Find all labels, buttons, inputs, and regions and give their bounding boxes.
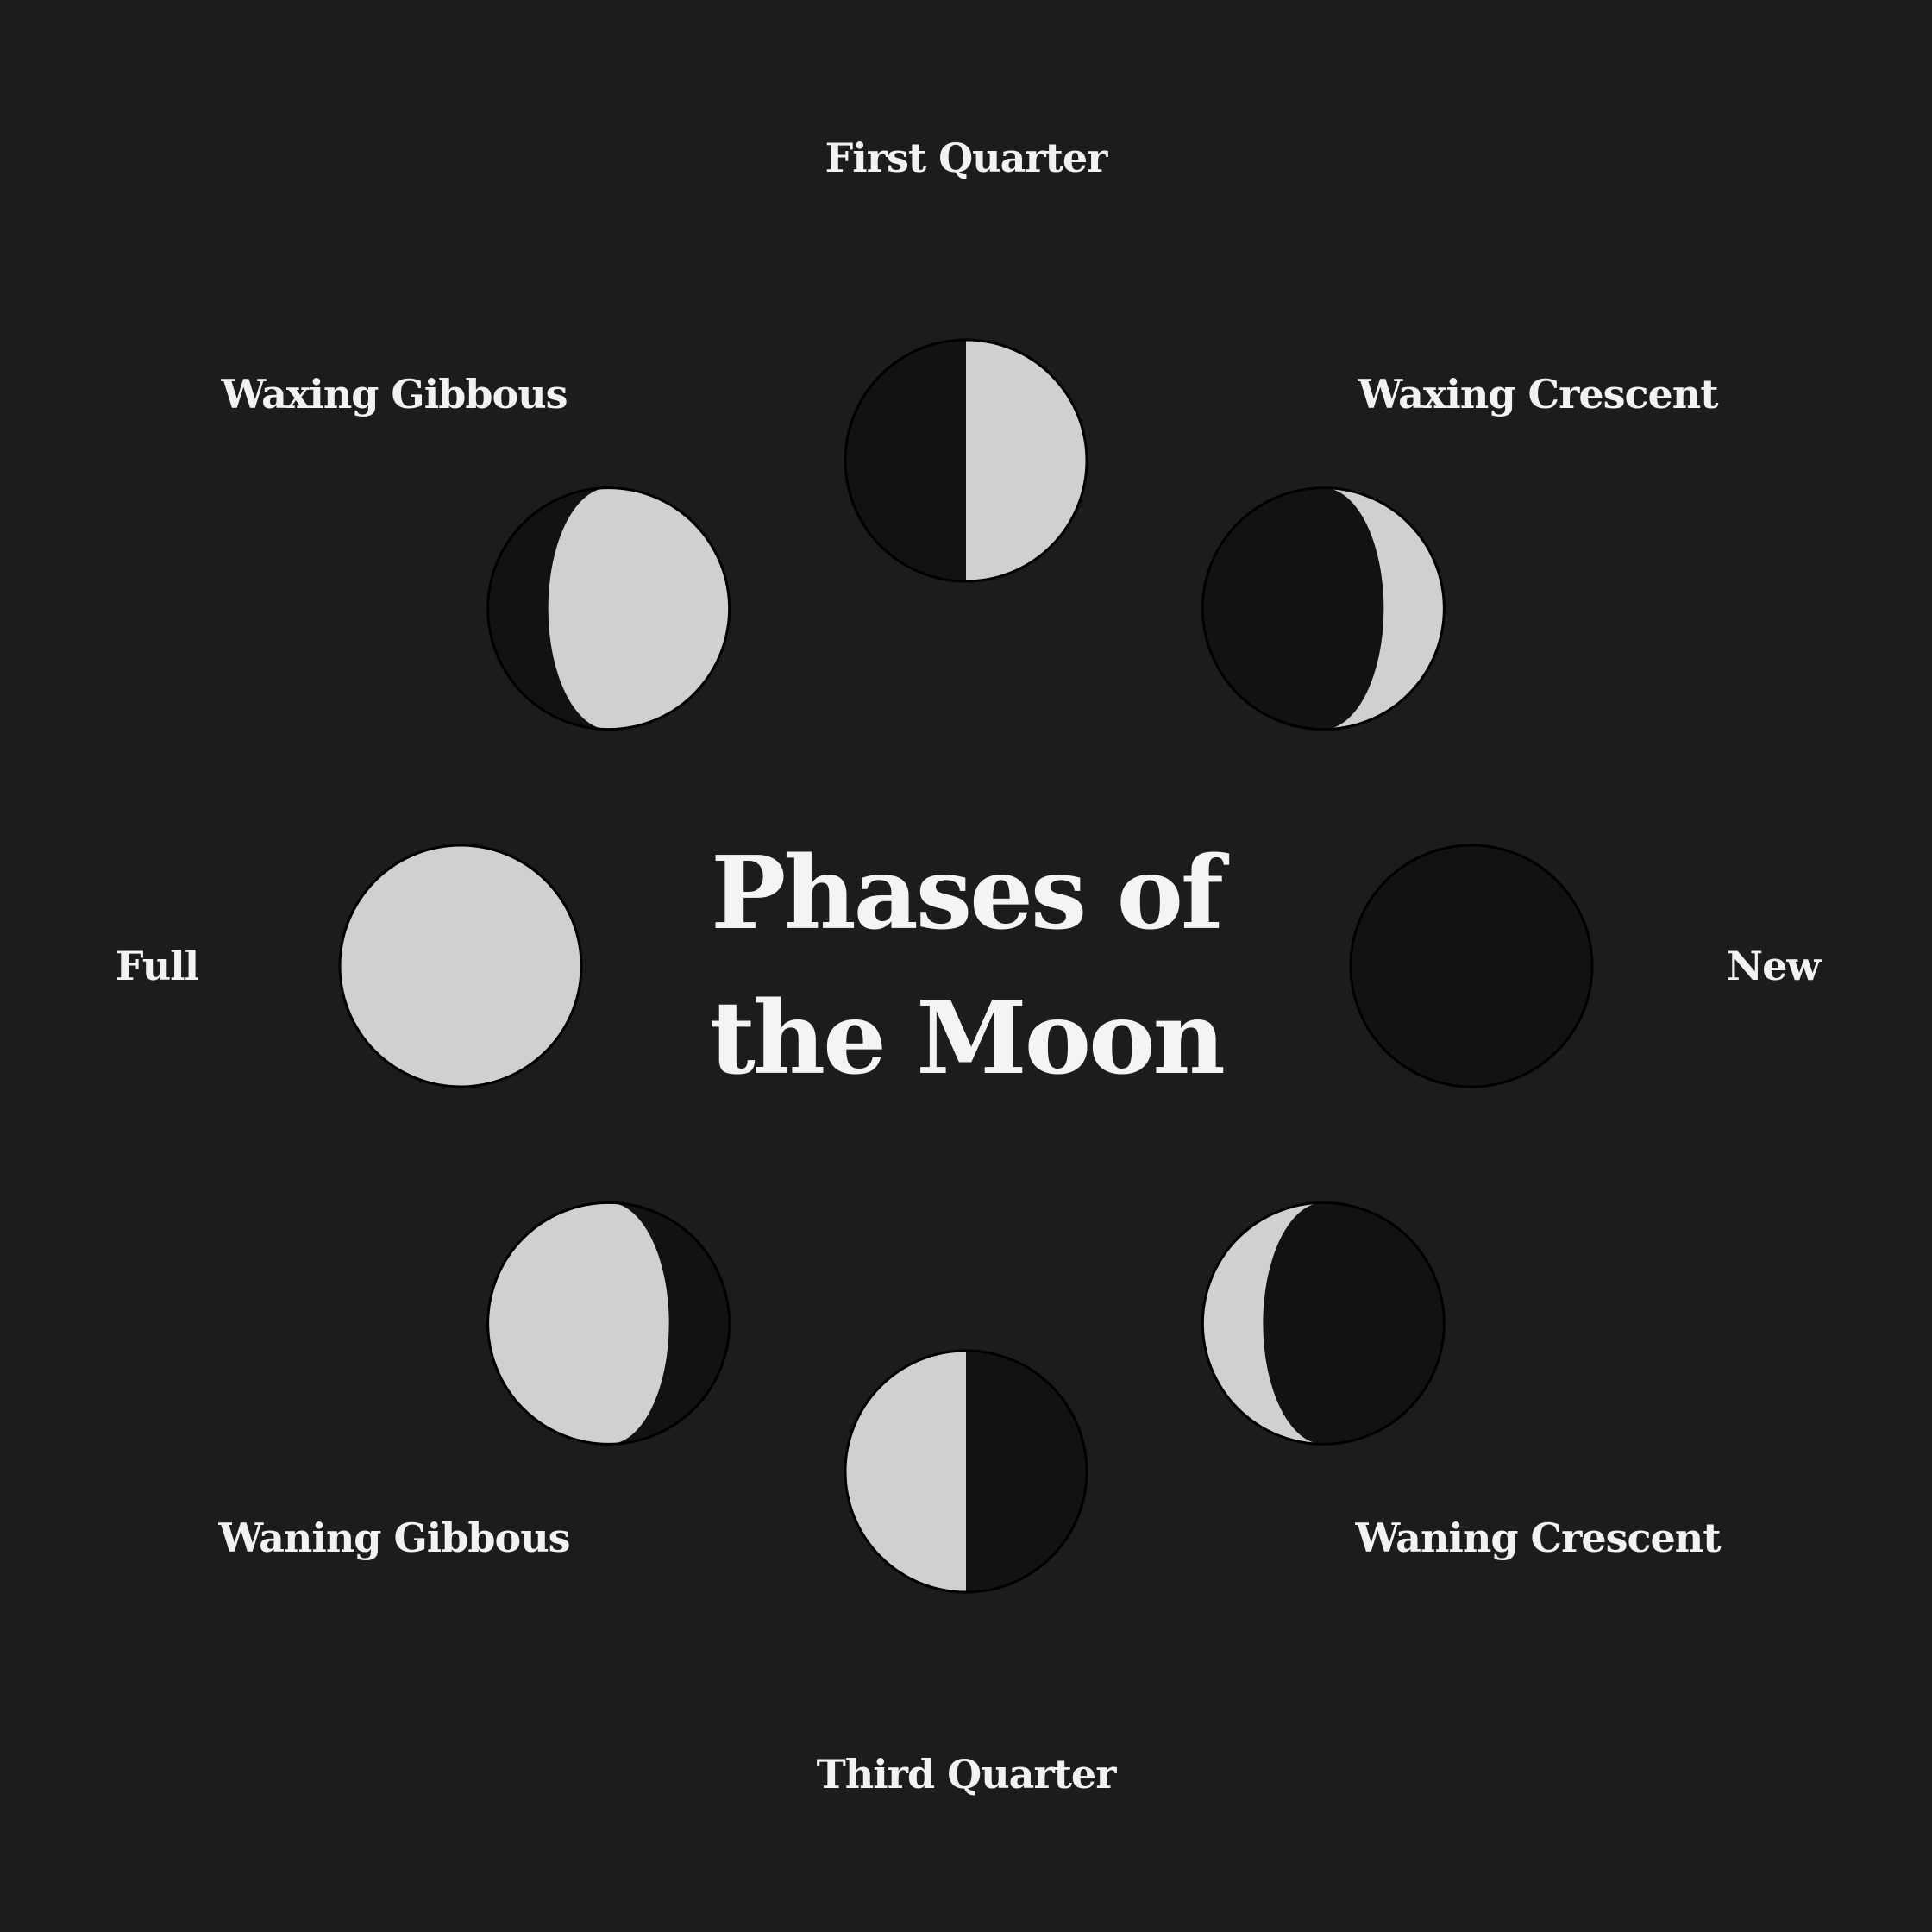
label-third-quarter: Third Quarter <box>816 1751 1117 1797</box>
moon-waxing-gibbous-lit <box>548 487 730 730</box>
moon-new-outline <box>1349 844 1594 1088</box>
page-title: Phases of the Moon <box>709 821 1226 1111</box>
moon-waning-gibbous-lit <box>487 1202 669 1445</box>
label-waning-crescent: Waning Crescent <box>1355 1515 1722 1561</box>
moon-third-quarter-outline <box>844 1349 1088 1594</box>
moon-waxing-crescent <box>1201 486 1446 731</box>
moon-first-quarter <box>844 338 1088 583</box>
label-new: New <box>1727 943 1821 989</box>
label-waning-gibbous: Waning Gibbous <box>218 1515 570 1561</box>
moon-waxing-gibbous-outline <box>486 486 731 731</box>
label-full: Full <box>115 943 199 989</box>
label-first-quarter: First Quarter <box>825 135 1108 181</box>
label-waxing-gibbous: Waxing Gibbous <box>221 371 568 417</box>
title-line-2: the Moon <box>709 980 1226 1097</box>
moon-new <box>1349 844 1594 1088</box>
moon-first-quarter-lit <box>966 340 1087 581</box>
moon-full-outline <box>338 844 583 1088</box>
title-line-1: Phases of <box>711 835 1224 952</box>
moon-waxing-gibbous <box>486 486 731 731</box>
moon-first-quarter-outline <box>844 338 1088 583</box>
moon-waning-crescent-outline <box>1201 1201 1446 1446</box>
moon-waxing-crescent-lit <box>1323 487 1445 730</box>
moon-waning-gibbous-outline <box>486 1201 731 1446</box>
moon-waxing-crescent-outline <box>1201 486 1446 731</box>
moon-waning-crescent-lit <box>1202 1202 1324 1445</box>
moon-full-lit <box>340 845 581 1087</box>
moon-third-quarter <box>844 1349 1088 1594</box>
moon-waning-crescent <box>1201 1201 1446 1446</box>
moon-full <box>338 844 583 1088</box>
label-waxing-crescent: Waxing Crescent <box>1358 371 1719 417</box>
moon-new-shadow <box>1351 845 1592 1087</box>
moon-third-quarter-lit <box>845 1351 966 1592</box>
moon-waning-gibbous <box>486 1201 731 1446</box>
